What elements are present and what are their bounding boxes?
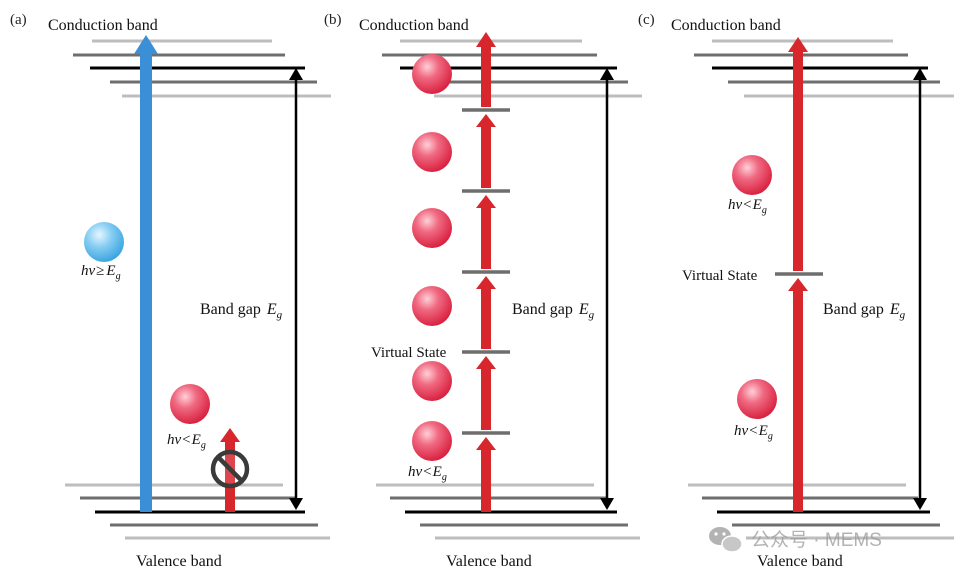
panel-a-blue-photon-arrow xyxy=(134,35,158,512)
panel-a-blocked-red-arrow xyxy=(220,428,240,512)
panel-c-red-photon-sphere-top xyxy=(732,155,772,195)
panel-a-tag: (a) xyxy=(10,12,27,28)
panel-c-valence-band-label: Valence band xyxy=(757,553,843,570)
panel-a-photon-high-label: hv≥Eg xyxy=(81,263,121,282)
panel-b: (b) Conduction band xyxy=(324,12,642,570)
panel-a-valence-band-label: Valence band xyxy=(136,553,222,570)
watermark: 公众号 · MEMS xyxy=(709,527,882,553)
panel-c-red-photon-arrows xyxy=(788,37,808,512)
panel-a-band-gap-arrow xyxy=(289,68,303,510)
panel-c-conduction-band xyxy=(694,39,954,98)
panel-b-virtual-state-levels xyxy=(462,108,510,435)
panel-a-conduction-band xyxy=(73,39,331,98)
panel-b-tag: (b) xyxy=(324,12,342,28)
panel-b-virtual-state-label: Virtual State xyxy=(371,345,447,361)
panel-b-conduction-band-label: Conduction band xyxy=(359,17,469,34)
panel-c-photon-low-label-top: hv<Eg xyxy=(728,197,767,216)
watermark-text: 公众号 · MEMS xyxy=(751,529,882,551)
panel-c-virtual-state-label: Virtual State xyxy=(682,268,758,284)
panel-a-conduction-band-label: Conduction band xyxy=(48,17,158,34)
panel-a: (a) Conduction band hv≥Eg hv<Eg xyxy=(10,12,331,570)
panel-c-band-gap-arrow xyxy=(913,68,927,510)
panel-b-band-gap-arrow xyxy=(600,68,614,510)
wechat-icon xyxy=(709,527,743,553)
panel-c-photon-low-label-bottom: hv<Eg xyxy=(734,423,773,442)
forbidden-icon xyxy=(210,449,250,489)
panel-c-tag: (c) xyxy=(638,12,655,28)
panel-b-valence-band-label: Valence band xyxy=(446,553,532,570)
panel-b-valence-band xyxy=(376,483,640,540)
panel-b-red-photon-spheres xyxy=(412,54,452,461)
panel-b-stacked-red-arrows xyxy=(476,32,496,512)
panel-c-red-photon-sphere-bottom xyxy=(737,379,777,419)
panel-a-valence-band xyxy=(65,483,330,540)
panel-c-conduction-band-label: Conduction band xyxy=(671,17,781,34)
panel-a-photon-low-label: hv<Eg xyxy=(167,432,206,451)
panel-c: (c) Conduction band hv<Eg hv<Eg Vi xyxy=(638,12,954,570)
panel-b-photon-low-label: hv<Eg xyxy=(408,464,447,483)
panel-a-red-photon-sphere xyxy=(170,384,210,424)
panel-a-blue-photon-sphere xyxy=(84,222,124,262)
